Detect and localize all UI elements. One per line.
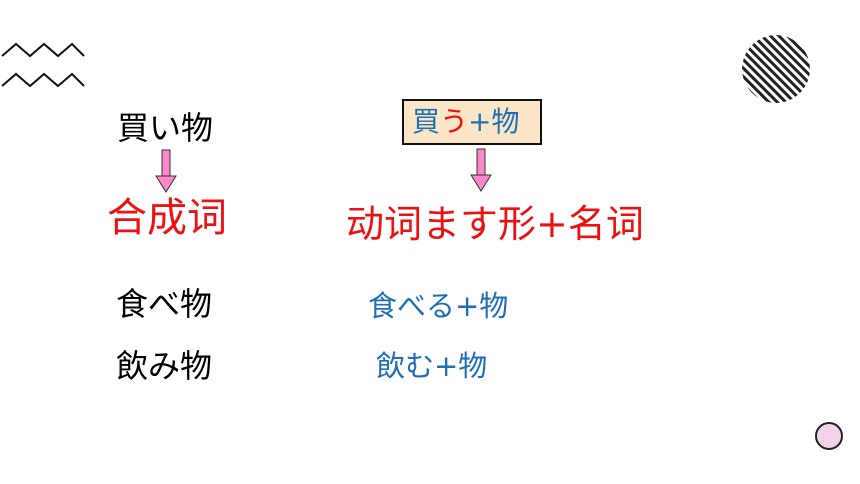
down-arrow-right (470, 148, 492, 192)
example-nomu: 飲む+物 (376, 349, 488, 383)
formula-box: 買う+物 (402, 99, 542, 145)
down-arrow-left (155, 149, 177, 193)
grammar-rule: 动词ます形+名词 (346, 193, 644, 248)
zigzag-decoration (1, 42, 85, 88)
formula-part-u: う (440, 105, 469, 138)
word-kaimono: 買い物 (117, 109, 214, 147)
example-taberu: 食べる+物 (368, 289, 509, 323)
pink-circle-decoration (815, 422, 843, 450)
formula-part-noun: +物 (468, 105, 520, 138)
word-tabemono: 食べ物 (116, 285, 213, 323)
striped-circle-decoration (742, 35, 810, 103)
compound-word-label: 合成词 (107, 195, 227, 241)
formula-part-verb: 買 (412, 105, 441, 138)
rule-verb: 动词 (346, 202, 423, 246)
word-nomimono: 飲み物 (116, 347, 213, 385)
rule-form-noun: 形+名词 (498, 202, 644, 246)
rule-masu: ます (422, 202, 499, 246)
